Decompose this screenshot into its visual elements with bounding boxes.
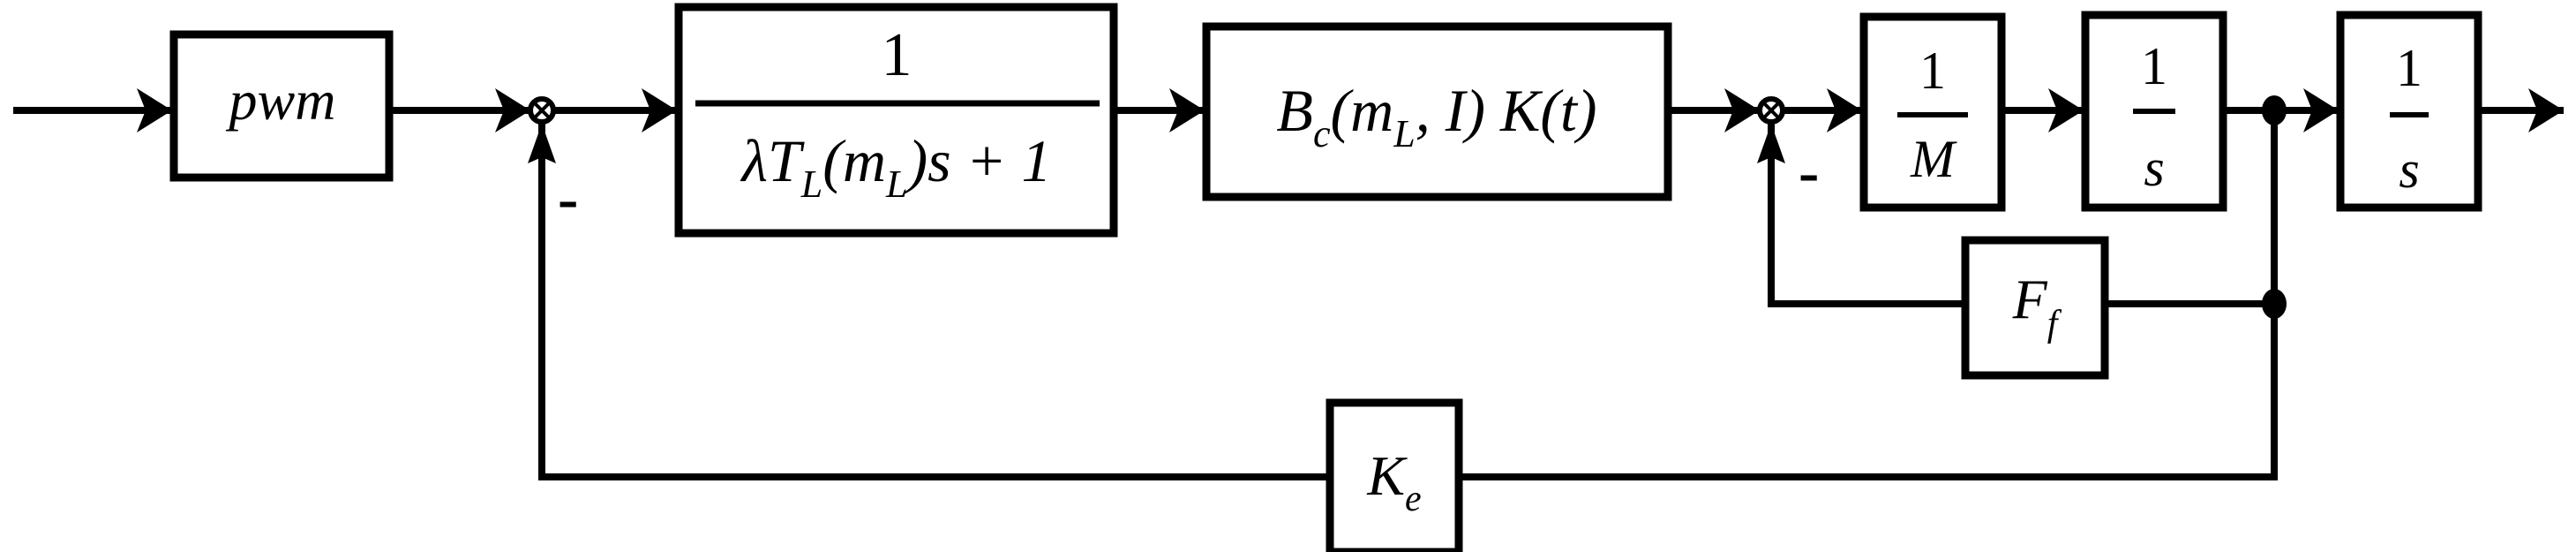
pwm-label: pwm <box>226 69 336 132</box>
int1-denominator: s <box>2144 139 2164 197</box>
lag-transfer-function-block: 1 λTL(mL)s + 1 <box>674 3 1118 238</box>
summing-junction-2 <box>1757 96 1785 125</box>
branch-point <box>2262 289 2287 319</box>
sum1-minus-sign: - <box>558 165 578 233</box>
int1-numerator: 1 <box>2141 37 2167 95</box>
arrowhead <box>137 88 172 132</box>
back-emf-label: Ke <box>1366 444 1421 519</box>
arrowhead <box>1827 88 1862 132</box>
summing-junction-1 <box>528 96 556 125</box>
tf-denominator: λTL(mL)s + 1 <box>740 127 1051 206</box>
inverse-mass-block: 1 M <box>1859 12 2006 212</box>
torque-gain-block: Bc(mL, I) K(t) <box>1202 22 1672 201</box>
sum2-minus-sign: - <box>1799 139 1819 207</box>
arrowhead <box>2048 88 2084 132</box>
integrator-1-block: 1 s <box>2081 11 2227 212</box>
tf-numerator: 1 <box>882 21 912 89</box>
int2-numerator: 1 <box>2396 39 2422 97</box>
pwm-block: pwm <box>169 30 394 182</box>
arrowhead <box>1724 88 1760 132</box>
arrowheads <box>137 88 2564 163</box>
signal-lines <box>13 107 2564 480</box>
mass-denominator: M <box>1910 130 1957 188</box>
arrowhead <box>495 88 530 132</box>
friction-block: Ff <box>1961 236 2109 380</box>
arrowhead <box>1757 124 1785 163</box>
arrowhead <box>2528 88 2564 132</box>
back-emf-block: Ke <box>1326 398 1463 552</box>
arrowhead <box>642 88 677 132</box>
arrowhead <box>528 124 556 163</box>
int2-denominator: s <box>2399 140 2419 199</box>
arrowhead <box>2303 88 2339 132</box>
integrator-2-block: 1 s <box>2336 11 2482 212</box>
torque-gain-label: Bc(mL, I) K(t) <box>1276 77 1596 155</box>
mass-numerator: 1 <box>1919 42 1946 100</box>
arrowhead <box>1169 88 1205 132</box>
branch-point <box>2262 95 2287 125</box>
